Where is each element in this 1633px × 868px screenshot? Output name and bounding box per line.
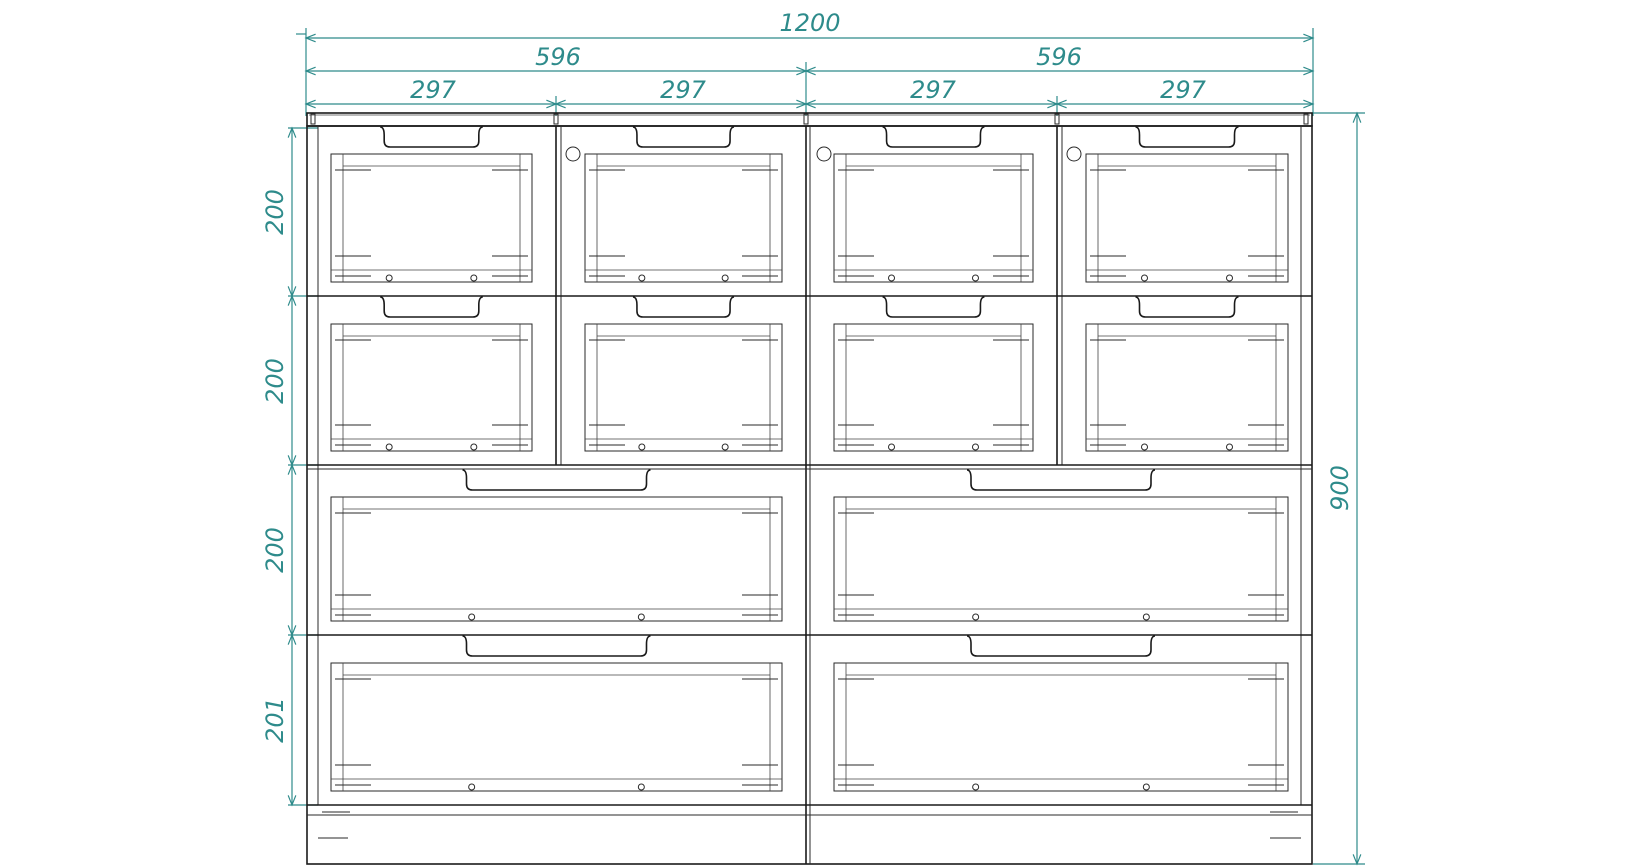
dimension-row-height-4: 201 bbox=[261, 697, 289, 743]
drawer-box-8 bbox=[330, 496, 783, 622]
cabinet-carcass bbox=[306, 112, 1313, 865]
drawer-box-9 bbox=[833, 496, 1289, 622]
drawer-box-11 bbox=[833, 662, 1289, 792]
drawer-handle-9 bbox=[966, 469, 1156, 491]
drawer-box-7 bbox=[1085, 323, 1289, 452]
drawer-handle-0 bbox=[380, 126, 483, 148]
drawer-handle-8 bbox=[462, 469, 651, 491]
drawer-box-1 bbox=[584, 153, 783, 283]
dimension-lines bbox=[287, 28, 1365, 866]
drawer-box-4 bbox=[330, 323, 533, 452]
drawer-handle-3 bbox=[1135, 126, 1239, 148]
drawer-box-3 bbox=[1085, 153, 1289, 283]
drawer-handle-7 bbox=[1135, 296, 1239, 318]
dimension-quarter-width-4: 297 bbox=[1160, 76, 1207, 104]
drawer-handle-4 bbox=[380, 296, 483, 318]
dimension-quarter-width-3: 297 bbox=[910, 76, 957, 104]
drawer-handle-5 bbox=[632, 296, 735, 318]
drawer-box-10 bbox=[330, 662, 783, 792]
drawer-handle-2 bbox=[882, 126, 985, 148]
dimension-total-width: 1200 bbox=[779, 9, 840, 37]
dimension-quarter-width-2: 297 bbox=[660, 76, 707, 104]
drawer-handle-1 bbox=[632, 126, 735, 148]
drawer-fronts bbox=[330, 126, 1289, 792]
dimension-half-width-right: 596 bbox=[1036, 43, 1082, 71]
dimension-row-height-1: 200 bbox=[261, 189, 289, 235]
dimension-row-height-3: 200 bbox=[261, 527, 289, 573]
dimension-quarter-width-1: 297 bbox=[410, 76, 457, 104]
drawer-box-5 bbox=[584, 323, 783, 452]
dimension-row-height-2: 200 bbox=[261, 358, 289, 404]
drawer-handle-10 bbox=[462, 635, 651, 657]
drawer-box-2 bbox=[833, 153, 1034, 283]
drawer-handle-11 bbox=[966, 635, 1156, 657]
drawer-handle-6 bbox=[882, 296, 985, 318]
dimension-total-height: 900 bbox=[1326, 465, 1354, 511]
drawer-box-6 bbox=[833, 323, 1034, 452]
drawer-box-0 bbox=[330, 153, 533, 283]
dimension-half-width-left: 596 bbox=[535, 43, 581, 71]
